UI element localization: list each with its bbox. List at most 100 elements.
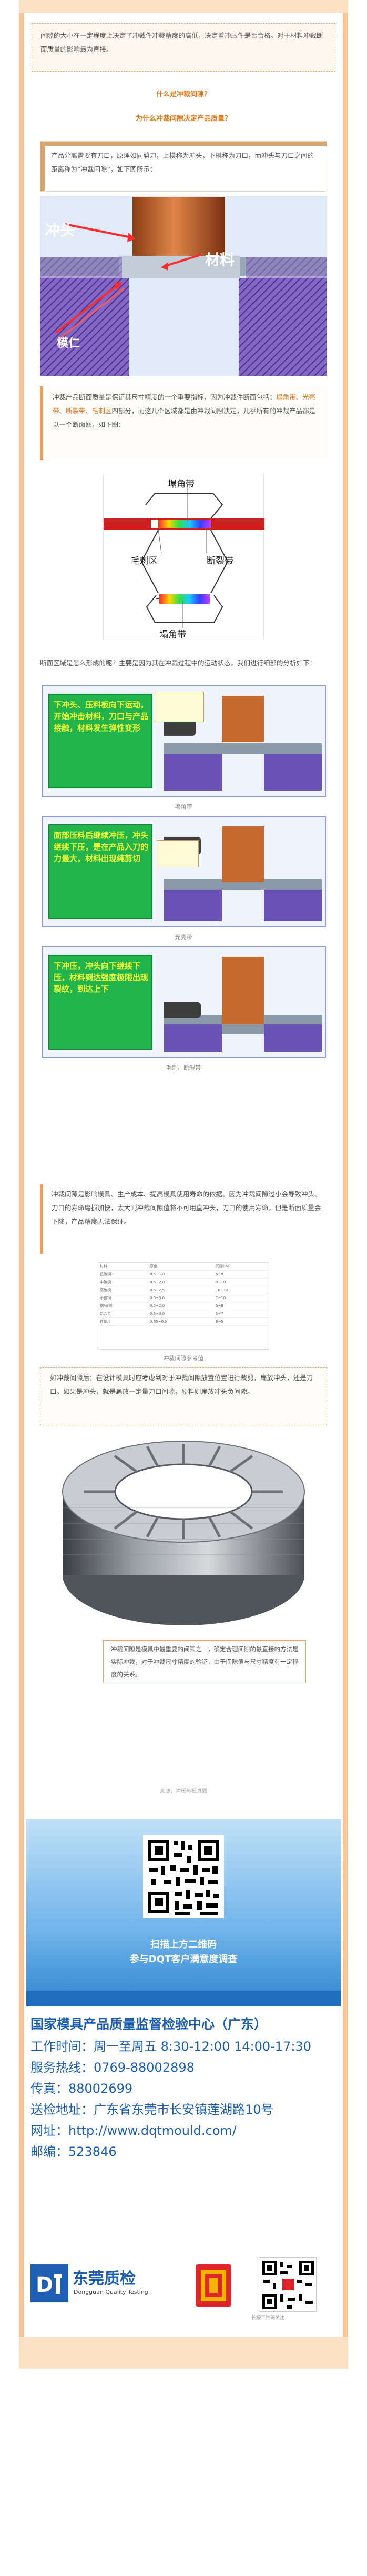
para4-text: 冲裁间隙是影响模具、生产成本、提高模具使用寿命的依据。因为冲裁间隙过小会导致冲头… <box>52 1190 321 1225</box>
step-2-caption: 光亮带 <box>175 934 192 941</box>
article-bottom-band <box>19 2337 348 2369</box>
banner-foot <box>26 1991 341 2006</box>
qr-code-icon-2 <box>262 2261 314 2309</box>
table-cell: 0.5~2.0 <box>148 1278 214 1286</box>
table-cell: 0.35~0.5 <box>148 1317 214 1326</box>
delivery-address: 送检地址：广东省东莞市长安镇莲湖路10号 <box>30 2102 274 2117</box>
zone-bottom-label: 塌角带 <box>159 630 186 640</box>
table-cell: 5~8 <box>213 1302 269 1310</box>
table-cell: 铝合金 <box>98 1310 149 1318</box>
survey-line-2: 参与DQT客户满意度调查 <box>129 1954 238 1965</box>
zone-top-label: 塌角带 <box>168 479 195 490</box>
quality-emblem-icon <box>188 2259 239 2312</box>
step-3-text: 下冲压，冲头向下继续下压，材料到达强度极限出现裂纹，到达上下 <box>54 961 149 994</box>
punch-shape <box>132 197 225 256</box>
stator-photo <box>53 1434 314 1629</box>
table-cell: 5~7 <box>213 1310 269 1318</box>
intro-text: 间隙的大小在一定程度上决定了冲裁件冲裁精度的高低，决定着冲压件是否合格。对于材料… <box>40 32 323 53</box>
table-cell: 3~5 <box>213 1317 269 1326</box>
para2-box: 冲裁产品断面质量是保证其尺寸精度的一个重要指标，因为冲裁件断面包括：塌角带、光亮… <box>40 386 327 460</box>
para2-text: 冲裁产品断面质量是保证其尺寸精度的一个重要指标，因为冲裁件断面包括：塌角带、光亮… <box>53 391 321 432</box>
source-caption: 来源：冲压与模具圈 <box>160 1789 207 1794</box>
para5-text: 如冲裁间隙后：在设计模具时应考虑到对于冲裁间隙放置位置进行裁剪，扁放冲头，还是刀… <box>50 1374 313 1395</box>
zone-right-label: 断裂带 <box>207 556 233 566</box>
bottom-strip <box>159 594 210 604</box>
step-1-figure <box>164 696 322 791</box>
step-panel-1: 下冲头、压料板向下运动，开始冲击材料，刀口与产品接触，材料发生弹性变形 <box>42 685 326 797</box>
cross-section-diagram: 塌角带 毛刺区 断裂带 塌角带 <box>103 474 264 640</box>
table-cell: 铜/黄铜 <box>98 1302 149 1310</box>
table-caption: 冲裁间隙参考值 <box>163 1355 204 1362</box>
intro-box: 间隙的大小在一定程度上决定了冲裁件冲裁精度的高低，决定着冲压件是否合格。对于材料… <box>32 23 335 72</box>
article-top-band <box>19 0 348 13</box>
label-die: 模仁 <box>57 336 80 350</box>
table-header-cell: 材料 <box>98 1263 149 1271</box>
para1-text: 产品分离需要有刀口，原理如同剪刀，上模称为冲头，下模称为刀口，而冲头与刀口之间的… <box>51 152 314 173</box>
step-1-caption: 塌角带 <box>175 803 192 810</box>
step-1-callout <box>155 692 204 722</box>
qr-code-icon <box>148 1840 219 1915</box>
stamping-diagram-svg <box>40 196 327 376</box>
brand-name-cn: 东莞质检 <box>73 2270 136 2288</box>
step-2-text-box: 面部压料后继续冲压，冲头继续下压，是在产品入刀的力最大，材料出现纯剪切 <box>48 824 152 919</box>
stator-illustration <box>62 1441 305 1625</box>
die-right <box>239 278 327 376</box>
para5-box: 如冲裁间隙后：在设计模具时应考虑到对于冲裁间隙放置位置进行裁剪，扁放冲头，还是刀… <box>40 1367 327 1425</box>
survey-line-1: 扫描上方二维码 <box>150 1939 217 1950</box>
cross-section-svg <box>104 487 264 628</box>
table-cell: 0.5~3.0 <box>148 1294 214 1302</box>
step-panel-2: 面部压料后继续冲压，冲头继续下压，是在产品入刀的力最大，材料出现纯剪切 <box>42 816 326 927</box>
question-2: 为什么冲裁间隙决定产品质量？ <box>135 115 231 123</box>
table-cell: 高碳钢 <box>98 1286 149 1294</box>
para2-highlight: 塌角带、光亮带、断裂带、毛刺区 <box>53 393 316 415</box>
step-3-caption: 毛刺、断裂带 <box>166 1064 201 1071</box>
contact-block: 国家模具产品质量监督检验中心（广东） 工作时间：周一至周五 8:30-12:00… <box>30 2013 346 2162</box>
label-punch: 冲头 <box>45 222 75 239</box>
logo-bar: D 东莞质检 Dongguan Quality Testing <box>30 2255 341 2321</box>
table-cell: 6~8 <box>213 1270 269 1279</box>
qr-caption: 长按二维码关注 <box>251 2315 285 2321</box>
center-name: 国家模具产品质量监督检验中心（广东） <box>30 2016 268 2032</box>
survey-banner: 扫描上方二维码 参与DQT客户满意度调查 <box>26 1819 341 2006</box>
step-panel-3: 下冲压，冲头向下继续下压，材料到达强度极限出现裂纹，到达上下 <box>42 946 326 1058</box>
die-left <box>40 278 129 376</box>
website-link[interactable]: 网址：http://www.dqtmould.com/ <box>30 2123 237 2138</box>
stamping-diagram: 冲头 材料 模仁 <box>40 196 327 376</box>
survey-qr-code[interactable] <box>143 1835 224 1918</box>
table-cell: 0.5~2.5 <box>148 1286 214 1294</box>
step-1-text-box: 下冲头、压料板向下运动，开始冲击材料，刀口与产品接触，材料发生弹性变形 <box>48 694 152 788</box>
table-header-cell: 间隙(%) <box>213 1263 269 1271</box>
para6-box: 冲裁间隙是模具中最重要的间隙之一，确定合理间隙的最直接的方法是实际冲裁，对于冲裁… <box>103 1640 306 1683</box>
working-hours: 工作时间：周一至周五 8:30-12:00 14:00-17:30 <box>30 2039 311 2054</box>
postal-code: 邮编：523846 <box>30 2144 117 2159</box>
para2-text-b: 四部分，而这几个区域都是由冲裁间隙决定，几乎所有的冲裁产品都是以一个断面图，如下… <box>53 407 316 428</box>
table-cell: 低碳钢 <box>98 1270 149 1279</box>
table-cell: 不锈钢 <box>98 1294 149 1302</box>
para3-text: 断面区域是怎么形成的呢？主要是因为其在冲裁过程中的运动状态，我们进行细部的分析如… <box>40 659 317 667</box>
table-cell: 7~10 <box>213 1294 269 1302</box>
step-3-figure <box>164 957 322 1052</box>
table-cell: 8~10 <box>213 1278 269 1286</box>
table-cell: 0.5~3.0 <box>148 1310 214 1318</box>
follow-qr-code[interactable] <box>259 2257 317 2312</box>
zone-left-label: 毛刺区 <box>131 556 158 566</box>
table-header-cell: 厚度 <box>148 1263 214 1271</box>
para2-text-a: 冲裁产品断面质量是保证其尺寸精度的一个重要指标，因为冲裁件断面包括： <box>53 393 277 401</box>
table-cell: 0.5~1.0 <box>148 1270 214 1279</box>
dqt-logo-icon: D <box>30 2264 68 2302</box>
para4-box: 冲裁间隙是影响模具、生产成本、提高模具使用寿命的依据。因为冲裁间隙过小会导致冲头… <box>40 1184 327 1254</box>
table-cell: 硅钢片 <box>98 1317 149 1326</box>
para6-text: 冲裁间隙是模具中最重要的间隙之一，确定合理间隙的最直接的方法是实际冲裁，对于冲裁… <box>111 1645 299 1678</box>
step-2-callout <box>157 840 199 867</box>
fax-number: 传真：88002699 <box>30 2081 133 2096</box>
step-2-text: 面部压料后继续冲压，冲头继续下压，是在产品入刀的力最大，材料出现纯剪切 <box>54 831 149 863</box>
table-header-row: 材料厚度间隙(%) <box>98 1263 269 1271</box>
step-3-text-box: 下冲压，冲头向下继续下压，材料到达强度极限出现裂纹，到达上下 <box>48 955 152 1050</box>
